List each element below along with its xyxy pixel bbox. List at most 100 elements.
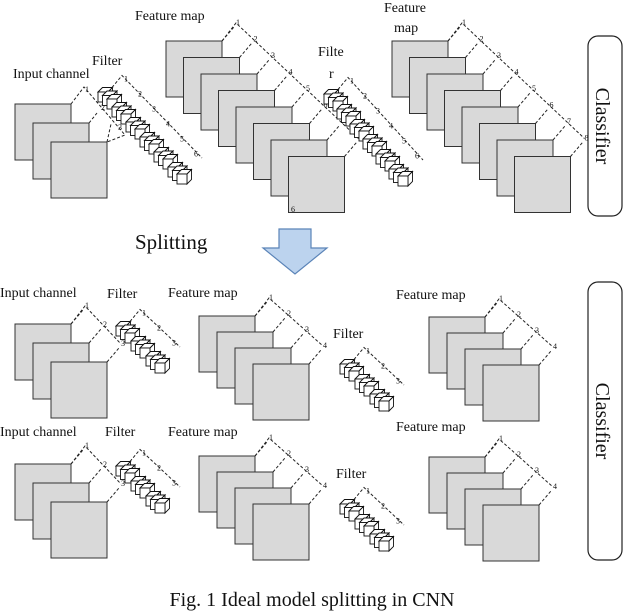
- dashed-guide: [502, 318, 516, 334]
- dashed-guide: [70, 449, 84, 465]
- feature-map-square: [252, 503, 310, 561]
- dashed-guide: [291, 92, 305, 108]
- dashed-guide: [106, 487, 120, 503]
- channel-number: 3: [535, 466, 539, 475]
- top-filter-label-2: Filte: [318, 45, 344, 60]
- top-input-channel-stack: 1 2 3: [14, 85, 126, 199]
- split1-feature-map-label-2: Feature map: [396, 288, 466, 303]
- split2-filter-label-1: Filter: [105, 425, 136, 440]
- channel-number: 3: [271, 51, 275, 60]
- top-input-channel-label: Input channel: [13, 67, 90, 82]
- channel-number: 6: [415, 152, 419, 161]
- dashed-guide: [274, 76, 287, 91]
- channel-number: 3: [497, 51, 501, 60]
- channel-number: 3: [305, 465, 309, 474]
- channel-number: 4: [515, 68, 519, 77]
- split2-feature-map-label-2: Feature map: [396, 420, 466, 435]
- split1-feature-map-label-1: Feature map: [168, 286, 238, 301]
- channel-number: 3: [376, 107, 380, 116]
- channel-number: 6: [291, 205, 295, 214]
- channel-number: 3: [535, 326, 539, 335]
- channel-number: 4: [323, 341, 327, 350]
- channel-number: 2: [157, 464, 161, 473]
- dashed-guide: [309, 109, 322, 124]
- dashed-guide: [538, 490, 552, 506]
- dashed-guide: [254, 301, 268, 317]
- channel-number: 1: [124, 75, 128, 84]
- channel-number: 1: [85, 85, 89, 94]
- channel-number: 2: [480, 35, 484, 44]
- dashed-guide: [344, 142, 357, 157]
- classifier-box: [587, 35, 623, 217]
- channel-number: 2: [287, 449, 291, 458]
- filter-cube: [154, 502, 166, 514]
- split2-feature-map-label-1: Feature map: [168, 425, 238, 440]
- dashed-guide: [500, 76, 513, 91]
- dashed-guide: [482, 59, 496, 75]
- dashed-guide: [484, 302, 498, 318]
- channel-number: 3: [172, 339, 176, 348]
- dashed-guide: [290, 333, 304, 349]
- dashed-guide: [520, 474, 534, 490]
- channel-number: 3: [152, 105, 156, 114]
- channel-number: 1: [462, 18, 466, 27]
- filter-cube: [176, 173, 188, 185]
- channel-number: 2: [287, 309, 291, 318]
- dashed-guide: [520, 334, 534, 350]
- feature-map-square: [482, 364, 540, 422]
- splitting-label: Splitting: [135, 230, 208, 254]
- filter-cube: [378, 540, 390, 552]
- dashed-guide: [111, 74, 203, 159]
- bottom-classifier: Classifier: [587, 281, 623, 561]
- channel-number: 4: [389, 122, 393, 131]
- dashed-guide: [70, 309, 84, 325]
- filter-cube: [154, 362, 166, 374]
- dashed-guide: [88, 328, 102, 344]
- channel-number: 6: [324, 101, 328, 110]
- channel-number: 8: [585, 134, 589, 143]
- channel-number: 5: [180, 135, 184, 144]
- feature-map-square: [252, 363, 310, 421]
- dashed-guide: [88, 468, 102, 484]
- split2-input-channel-label: Input channel: [0, 425, 77, 440]
- dashed-guide: [256, 59, 270, 75]
- channel-number: 7: [567, 117, 571, 126]
- channel-number: 1: [269, 433, 273, 442]
- channel-number: 3: [121, 479, 125, 488]
- channel-number: 1: [142, 449, 146, 458]
- top-filter-label-1: Filter: [92, 54, 123, 69]
- channel-number: 3: [118, 123, 122, 132]
- dashed-guide: [535, 109, 548, 124]
- dashed-guide: [254, 441, 268, 457]
- channel-number: 4: [553, 482, 557, 491]
- split1-input-channel-label: Input channel: [0, 286, 77, 301]
- dashed-guide: [239, 43, 252, 58]
- input-square: [50, 141, 108, 199]
- dashed-guide: [570, 142, 583, 157]
- filter-cube: [378, 400, 390, 412]
- feature-map-square: [50, 501, 108, 559]
- dashed-guide: [70, 305, 122, 345]
- dashed-guide: [272, 317, 286, 333]
- dashed-guide: [308, 349, 322, 365]
- channel-number: 3: [396, 517, 400, 526]
- channel-number: 6: [550, 101, 554, 110]
- dashed-guide: [337, 76, 424, 161]
- dashed-guide: [326, 125, 340, 141]
- dashed-guide: [129, 448, 181, 488]
- channel-number: 3: [396, 377, 400, 386]
- classifier-label: Classifier: [591, 383, 613, 460]
- dashed-guide: [70, 445, 122, 485]
- channel-number: 2: [103, 320, 107, 329]
- dashed-guide: [221, 26, 235, 42]
- channel-number: 3: [121, 339, 125, 348]
- down-arrow-icon: [261, 228, 329, 275]
- channel-number: 3: [172, 479, 176, 488]
- feature-map-square: [482, 504, 540, 562]
- channel-number: 5: [306, 84, 310, 93]
